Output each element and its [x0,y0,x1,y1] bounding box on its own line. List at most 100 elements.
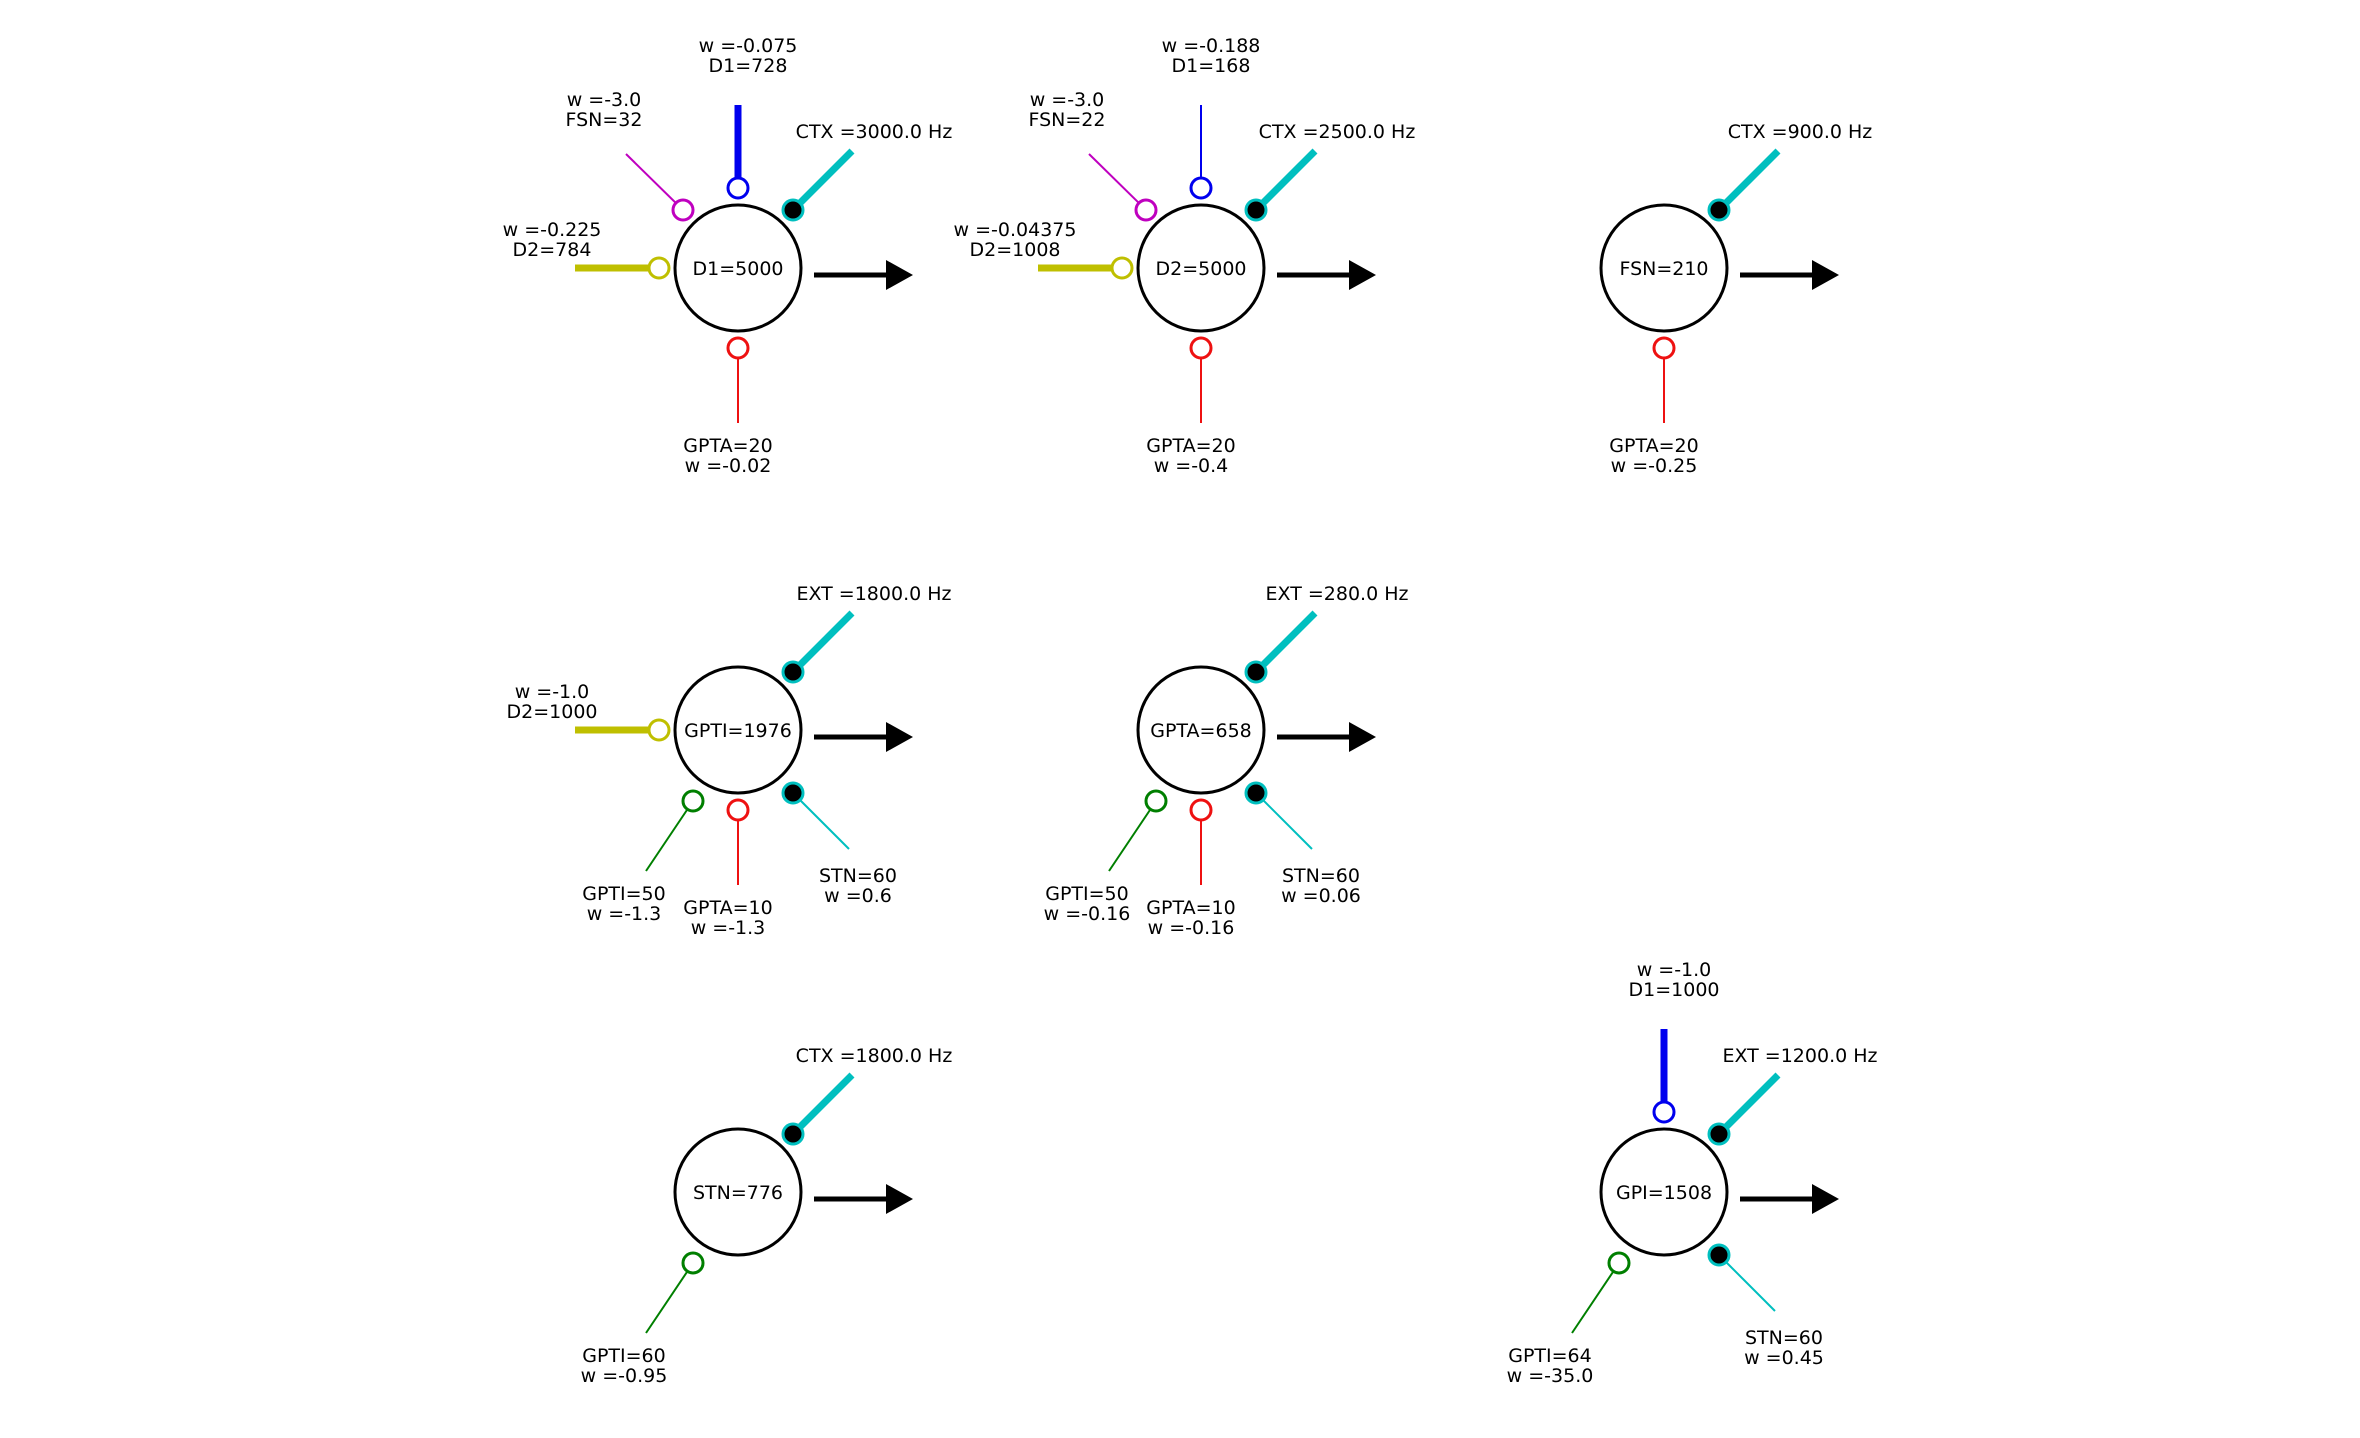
input-label-line1: GPTI=50 [582,883,666,905]
input-label-line2: w =-0.16 [1148,917,1235,939]
input-label-line1: w =-3.0 [1030,89,1105,111]
excitatory-marker-icon [1244,198,1268,222]
input-label-line1: GPTA=10 [1146,897,1235,919]
input-label-line2: w =0.06 [1281,885,1361,907]
input-label-line1: GPTA=20 [1146,435,1235,457]
input-line [790,148,855,213]
output-arrow-head-icon [886,260,913,290]
input-label-line1: CTX =1800.0 Hz [796,1045,953,1067]
nucleus-label: FSN=210 [1619,258,1708,280]
input-label-line1: CTX =3000.0 Hz [796,121,953,143]
input-ctx: CTX =3000.0 Hz [781,121,953,222]
input-label-line1: GPTI=64 [1508,1345,1592,1367]
inhibitory-marker-icon [647,256,671,280]
input-label-line2: D2=784 [513,239,592,261]
input-gpta: GPTA=20w =-0.4 [1146,336,1236,477]
input-label-line1: w =-1.0 [1637,959,1712,981]
input-line [1255,792,1313,850]
input-label-line1: STN=60 [1745,1327,1823,1349]
input-label-line2: D2=1008 [970,239,1061,261]
input-gpti: GPTI=60w =-0.95 [581,1251,705,1387]
nucleus-circle [1599,1127,1729,1257]
nucleus-circle [673,665,803,795]
input-label-line2: D2=1000 [507,701,598,723]
input-label-line2: FSN=22 [1029,109,1106,131]
input-ctx: CTX =2500.0 Hz [1244,121,1415,222]
input-label-line2: D1=1000 [1629,979,1720,1001]
input-gpti: GPTI=64w =-35.0 [1507,1251,1631,1387]
input-stn: STN=60w =0.6 [781,781,897,907]
input-label-line2: w =-1.3 [587,903,662,925]
input-label-line2: w =-0.02 [685,455,772,477]
input-label-line1: w =-3.0 [567,89,642,111]
inhibitory-marker-icon [1189,798,1213,822]
input-line [1716,1072,1781,1137]
input-d2: w =-1.0D2=1000 [507,681,671,742]
input-line [792,792,850,850]
input-label-line2: w =0.6 [824,885,892,907]
input-gpta: GPTA=10w =-0.16 [1146,798,1236,939]
input-label-line1: STN=60 [1282,865,1360,887]
inhibitory-marker-icon [726,798,750,822]
excitatory-marker-icon [1244,660,1268,684]
output-arrow-head-icon [1349,722,1376,752]
input-ctx: CTX =900.0 Hz [1707,121,1872,222]
output-arrow-head-icon [1812,1184,1839,1214]
input-label-line2: w =-0.95 [581,1365,668,1387]
input-line [1253,148,1318,213]
input-line [625,153,684,211]
input-line [1716,148,1781,213]
excitatory-marker-icon [1244,781,1268,805]
inhibitory-marker-icon [1110,256,1134,280]
inhibitory-marker-icon [681,789,705,813]
input-label-line2: w =-0.16 [1044,903,1131,925]
input-line [1253,610,1318,675]
input-label-line1: w =-1.0 [515,681,590,703]
input-line [1108,800,1157,872]
input-line [645,1262,694,1334]
input-label-line1: EXT =280.0 Hz [1266,583,1409,605]
output-arrow-head-icon [886,1184,913,1214]
inhibitory-marker-icon [671,198,695,222]
nucleus-label: D1=5000 [693,258,784,280]
input-label-line1: EXT =1800.0 Hz [796,583,951,605]
input-ext: EXT =1800.0 Hz [781,583,952,684]
excitatory-marker-icon [1707,1122,1731,1146]
input-gpta: GPTA=20w =-0.02 [683,336,773,477]
input-label-line1: w =-0.188 [1162,35,1261,57]
input-label-line1: STN=60 [819,865,897,887]
input-label-line1: GPTI=60 [582,1345,666,1367]
inhibitory-marker-icon [726,336,750,360]
inhibitory-marker-icon [647,718,671,742]
input-label-line2: w =-0.4 [1154,455,1229,477]
input-label-line1: GPTA=10 [683,897,772,919]
input-ext: EXT =280.0 Hz [1244,583,1409,684]
input-label-line2: w =0.45 [1744,1347,1824,1369]
output-arrow-head-icon [1349,260,1376,290]
input-stn: STN=60w =0.45 [1707,1243,1824,1369]
output-arrow-head-icon [1812,260,1839,290]
input-line [790,610,855,675]
input-gpti: GPTI=50w =-1.3 [582,789,705,925]
input-label-line1: w =-0.225 [503,219,602,241]
inhibitory-marker-icon [1607,1251,1631,1275]
input-d1: w =-1.0D1=1000 [1629,959,1720,1124]
input-label-line2: D1=168 [1172,55,1251,77]
excitatory-marker-icon [781,660,805,684]
input-label-line2: D1=728 [709,55,788,77]
input-label-line2: w =-35.0 [1507,1365,1594,1387]
nucleus-circle [1136,203,1266,333]
excitatory-marker-icon [1707,198,1731,222]
nucleus-label: D2=5000 [1156,258,1247,280]
input-line [1088,153,1147,211]
excitatory-marker-icon [1707,1243,1731,1267]
